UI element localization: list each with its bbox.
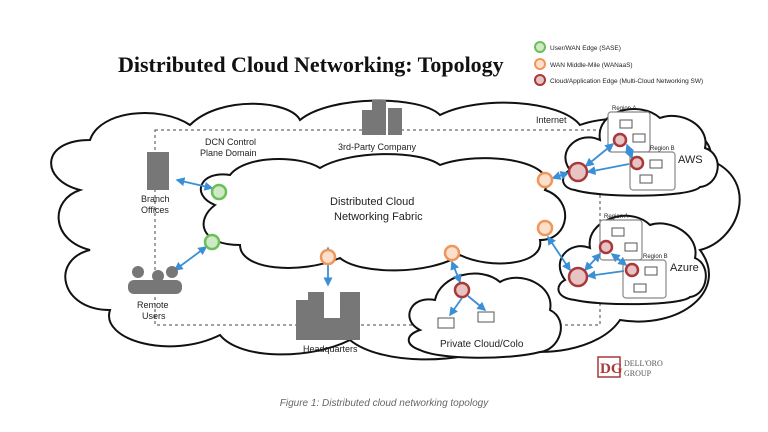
connection-arrows	[173, 143, 634, 317]
fabric-cloud	[199, 153, 567, 272]
region-label: Region B	[650, 146, 675, 152]
region-label: Region B	[643, 254, 668, 260]
azure-label: Azure	[670, 262, 699, 274]
green-edge-node-icon	[203, 233, 221, 251]
orange-middle-mile-node-icon	[319, 248, 337, 266]
dcn-control-label: Plane Domain	[200, 148, 257, 158]
red-cloud-edge-node-icon	[534, 74, 546, 86]
fabric-label: Networking Fabric	[334, 211, 423, 223]
sase-edge-nodes	[203, 183, 228, 251]
branch-offices-label: Branch	[141, 194, 170, 204]
remote-users-label: Users	[142, 311, 166, 321]
region-label: Region A	[604, 214, 628, 220]
cloud-edge-nodes	[453, 132, 645, 299]
legend-label: Cloud/Application Edge (Multi-Cloud Netw…	[550, 78, 703, 85]
third-party-label: 3rd-Party Company	[338, 142, 417, 152]
red-cloud-edge-node-icon	[453, 281, 471, 299]
diagram-title: Distributed Cloud Networking: Topology	[118, 52, 504, 77]
svg-text:DELL'ORO: DELL'ORO	[624, 359, 663, 368]
third-party-company-building-icon	[362, 100, 402, 135]
orange-middle-mile-node-icon	[443, 244, 461, 262]
remote-users-label: Remote	[137, 300, 169, 310]
branch-office-building-icon	[147, 152, 169, 190]
aws-label: AWS	[678, 154, 703, 166]
svg-text:DG: DG	[600, 361, 623, 377]
red-cloud-edge-node-icon	[624, 262, 640, 278]
fabric-label: Distributed Cloud	[330, 196, 414, 208]
aws-region-a-box	[607, 111, 651, 153]
figure-caption: Figure 1: Distributed cloud networking t…	[280, 398, 489, 409]
remote-users-icon	[128, 266, 182, 294]
region-label: Region A	[612, 106, 636, 112]
legend-label: WAN Middle-Mile (WANaaS)	[550, 62, 633, 69]
legend: User/WAN Edge (SASE) WAN Middle-Mile (WA…	[534, 41, 703, 86]
orange-middle-mile-node-icon	[534, 58, 546, 70]
red-cloud-edge-node-icon	[629, 155, 645, 171]
red-cloud-edge-node-icon	[567, 161, 589, 183]
orange-middle-mile-node-icon	[536, 171, 554, 189]
private-cloud-label: Private Cloud/Colo	[440, 339, 524, 350]
app-window-icons	[437, 119, 663, 329]
legend-label: User/WAN Edge (SASE)	[550, 45, 621, 52]
red-cloud-edge-node-icon	[598, 239, 614, 255]
internet-label: Internet	[536, 115, 567, 125]
dcn-control-label: DCN Control	[205, 137, 256, 147]
svg-text:GROUP: GROUP	[624, 369, 652, 378]
middle-mile-nodes	[319, 171, 554, 266]
headquarters-label: Headquarters	[303, 344, 358, 354]
delloro-group-logo: DG DELL'ORO GROUP	[597, 356, 663, 378]
red-cloud-edge-node-icon	[612, 132, 628, 148]
branch-offices-label: Offices	[141, 205, 169, 215]
green-edge-node-icon	[210, 183, 228, 201]
red-cloud-edge-node-icon	[567, 266, 589, 288]
orange-middle-mile-node-icon	[536, 219, 554, 237]
green-edge-node-icon	[534, 41, 546, 53]
headquarters-building-icon	[296, 292, 360, 340]
